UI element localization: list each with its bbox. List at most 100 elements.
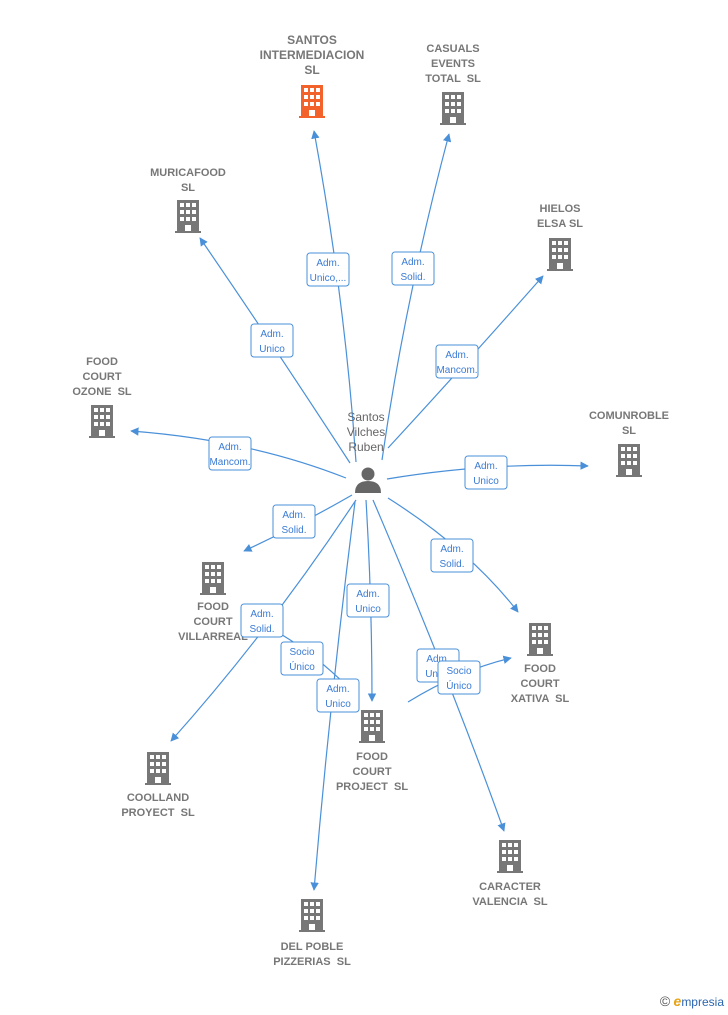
edge-label-line: Solid.	[400, 272, 425, 283]
edge-label-casuals[interactable]: Adm. Solid.	[391, 251, 435, 286]
edge-label-box	[346, 583, 390, 618]
edge-label-box	[464, 455, 508, 490]
building-icon	[200, 562, 226, 595]
building-icon	[527, 623, 553, 656]
edge-label-line: Socio	[289, 647, 314, 658]
company-label-line: SL	[181, 182, 195, 194]
company-label-line: COURT	[352, 766, 391, 778]
company-label-line: CASUALS	[426, 43, 479, 55]
edge-label-line: Adm.	[356, 589, 379, 600]
building-icon	[440, 92, 466, 125]
company-label-line: COMUNROBLE	[589, 410, 669, 422]
edge-label-project[interactable]: Adm. Unico	[346, 583, 390, 618]
edge-label-line: Adm.	[282, 510, 305, 521]
edge-label-line: Adm.	[426, 654, 449, 665]
copyright-symbol: ©	[659, 993, 671, 1009]
edge-label-xativa[interactable]: Adm.Solid.	[430, 538, 474, 573]
company-label-line: TOTAL SL	[425, 73, 481, 85]
company-label-line: COOLLAND	[127, 792, 189, 804]
edge-label-line: Unico	[355, 604, 381, 615]
edge-label-line: Adm.	[316, 258, 339, 269]
brand-credit: © empresia	[660, 993, 724, 1009]
edge-label-box	[316, 678, 360, 713]
edge-label-coolland[interactable]: Adm.Solid.	[240, 603, 284, 638]
building-icon	[547, 238, 573, 271]
company-label-line: SANTOS	[287, 33, 337, 47]
edge-label-line: Adm.	[474, 461, 497, 472]
company-node-caracter[interactable]: CARACTER VALENCIA SL	[472, 840, 548, 908]
company-label-line: HIELOS	[540, 203, 581, 215]
edge-label-box	[208, 436, 252, 471]
edge-label-line: Solid.	[249, 624, 274, 635]
edge-label-line: Solid.	[281, 525, 306, 536]
edge-label-line: Adm.	[326, 684, 349, 695]
edge-label-line: Mancom.	[436, 365, 477, 376]
edge-label-delpoble[interactable]: Adm. Unico	[316, 678, 360, 713]
building-icon	[175, 200, 201, 233]
company-label-line: INTERMEDIACION	[260, 48, 365, 62]
nodes-layer: SANTOSINTERMEDIACIONSLCASUALSEVENTSTOTAL…	[72, 33, 669, 968]
center-person-node[interactable]: Santos Vilches Ruben	[347, 410, 385, 493]
building-icon	[299, 85, 325, 118]
company-label-line: FOOD	[86, 356, 118, 368]
company-label-line: OZONE SL	[72, 386, 132, 398]
edge-label-santos[interactable]: Adm. Unico,...	[306, 252, 350, 287]
edge-labels-layer: Adm.Unico,...Adm.Solid.Adm.UnicoAdm.Manc…	[208, 251, 508, 713]
edge-label-line: Adm.	[218, 442, 241, 453]
edge-label-comun[interactable]: Adm. Unico	[464, 455, 508, 490]
edge-label-box	[250, 323, 294, 358]
company-label-line: FOOD	[524, 663, 556, 675]
company-label-line: FOOD	[356, 751, 388, 763]
company-label-line: ELSA SL	[537, 218, 583, 230]
edge-label-ozone[interactable]: Adm.Mancom.	[208, 436, 252, 471]
company-label-line: PIZZERIAS SL	[273, 956, 351, 968]
building-icon	[145, 752, 171, 785]
person-name-line-3: Ruben	[348, 440, 383, 454]
company-label-line: COURT	[520, 678, 559, 690]
edge-label-line: Unico	[325, 699, 351, 710]
edge-label-line: Adm.	[401, 257, 424, 268]
building-icon	[89, 405, 115, 438]
company-node-coolland[interactable]: COOLLAND PROYECT SL	[121, 752, 195, 819]
person-icon	[355, 467, 381, 493]
edge-label-line: Único	[289, 660, 315, 673]
company-label-line: PROYECT SL	[121, 807, 195, 819]
company-label-line: FOOD	[197, 601, 229, 613]
company-node-delpoble[interactable]: DEL POBLE PIZZERIAS SL	[273, 899, 351, 968]
company-label-line: VALENCIA SL	[472, 896, 547, 908]
person-name-line-2: Vilches	[347, 425, 385, 439]
company-label-line: CARACTER	[479, 881, 541, 893]
company-label-line: EVENTS	[431, 58, 475, 70]
edge-label-box	[430, 538, 474, 573]
edge-arrow-santos	[311, 130, 357, 463]
edge-label-box	[391, 251, 435, 286]
edge-label-murica[interactable]: Adm.Unico	[250, 323, 294, 358]
edge-label-line: Socio	[446, 666, 471, 677]
edge-label-line: Unico,...	[310, 273, 347, 284]
edge-label-hielos[interactable]: Adm. Mancom.	[435, 344, 479, 379]
edge-arrow-casuals	[381, 133, 452, 461]
company-node-hielos[interactable]: HIELOS ELSA SL	[537, 203, 583, 271]
edge-label-box	[280, 641, 324, 676]
edge-label-line: Unico	[473, 476, 499, 487]
company-node-ozone[interactable]: FOOD COURT OZONE SL	[72, 356, 132, 438]
company-label-line: DEL POBLE	[281, 941, 344, 953]
company-label-line: COURT	[82, 371, 121, 383]
company-node-casuals[interactable]: CASUALS EVENTS TOTAL SL	[425, 43, 481, 125]
building-icon	[299, 899, 325, 932]
edge-label-villarreal[interactable]: Adm. Solid.	[272, 504, 316, 539]
edge-label-line: Único	[446, 679, 472, 692]
edge-label-box	[240, 603, 284, 638]
building-icon	[359, 710, 385, 743]
brand-logo-initial: e	[673, 993, 682, 1009]
edge-label-line: Adm.	[445, 350, 468, 361]
